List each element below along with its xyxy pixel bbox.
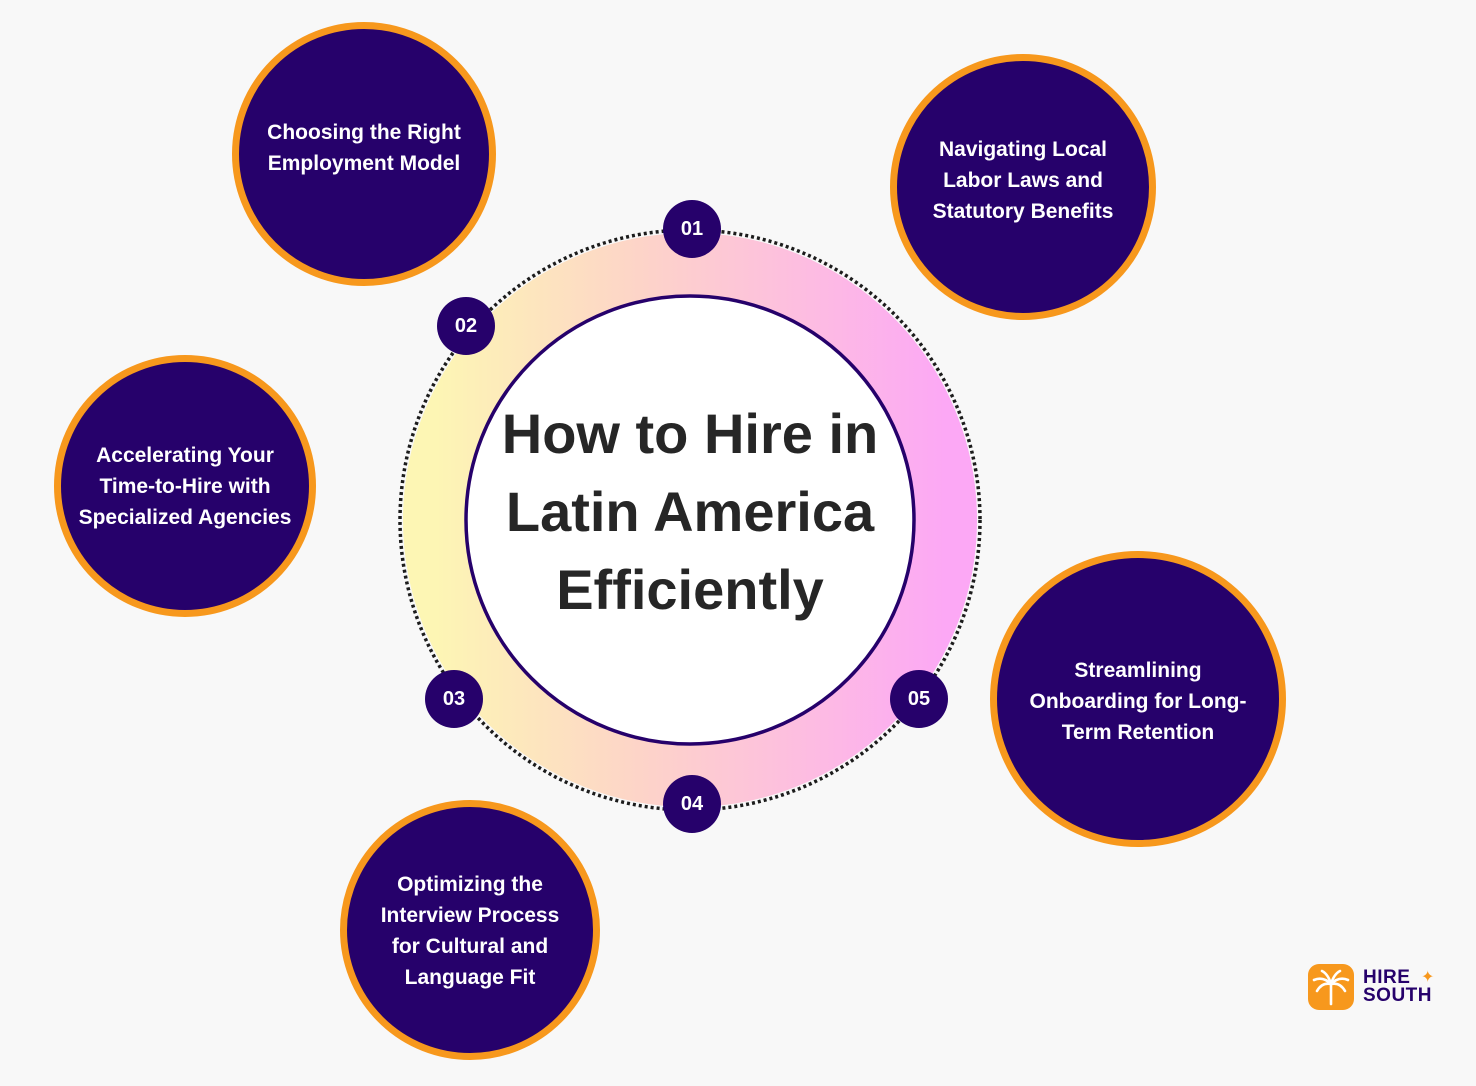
topic-01-line-2: Labor Laws and <box>943 169 1103 192</box>
topic-04-line-1: Optimizing the <box>397 873 543 896</box>
topic-01-line-3: Statutory Benefits <box>932 200 1114 223</box>
topic-05-line-2: Onboarding for Long- <box>1029 690 1247 713</box>
topic-03-line-1: Accelerating Your <box>96 444 274 467</box>
center-title: How to Hire in Latin America Efficiently <box>470 395 910 629</box>
topic-03-line-2: Time-to-Hire with <box>99 475 271 498</box>
step-number-04: 04 <box>663 775 721 833</box>
topic-02-line-1: Choosing the Right <box>267 121 461 144</box>
step-number-02: 02 <box>437 297 495 355</box>
title-line-3: Efficiently <box>556 558 824 621</box>
title-line-1: How to Hire in <box>501 402 879 465</box>
topic-04-line-3: for Cultural and <box>391 935 549 958</box>
topic-05-line-3: Term Retention <box>1061 721 1215 744</box>
title-line-2: Latin America <box>505 480 875 543</box>
ring-dotted-outline <box>398 228 982 812</box>
topic-04-line-4: Language Fit <box>404 966 536 989</box>
topic-02-line-2: Employment Model <box>267 152 461 175</box>
topic-04-line-2: Interview Process <box>380 904 560 927</box>
topic-03-line-3: Specialized Agencies <box>78 506 292 529</box>
sparkle-icon: ✦ <box>1421 969 1435 986</box>
step-number-01: 01 <box>663 200 721 258</box>
logo-line-2: SOUTH <box>1363 985 1432 1006</box>
topic-05-line-1: Streamlining <box>1074 659 1202 682</box>
topic-circle-02: Choosing the Right Employment Model <box>232 22 496 286</box>
topic-circle-01: Navigating Local Labor Laws and Statutor… <box>890 54 1156 320</box>
topic-circle-03: Accelerating Your Time-to-Hire with Spec… <box>54 355 316 617</box>
logo-wordmark: HIRE SOUTH <box>1363 967 1432 1006</box>
hire-south-logo: HIRE SOUTH ✦ <box>1308 964 1438 1012</box>
step-number-03: 03 <box>425 670 483 728</box>
logo-line-1: HIRE <box>1363 967 1411 988</box>
step-number-05: 05 <box>890 670 948 728</box>
topic-01-line-1: Navigating Local <box>938 138 1108 161</box>
inner-circle <box>464 294 916 746</box>
topic-circle-05: Streamlining Onboarding for Long- Term R… <box>990 551 1286 847</box>
topic-circle-04: Optimizing the Interview Process for Cul… <box>340 800 600 1060</box>
palm-tree-icon <box>1308 964 1354 1010</box>
